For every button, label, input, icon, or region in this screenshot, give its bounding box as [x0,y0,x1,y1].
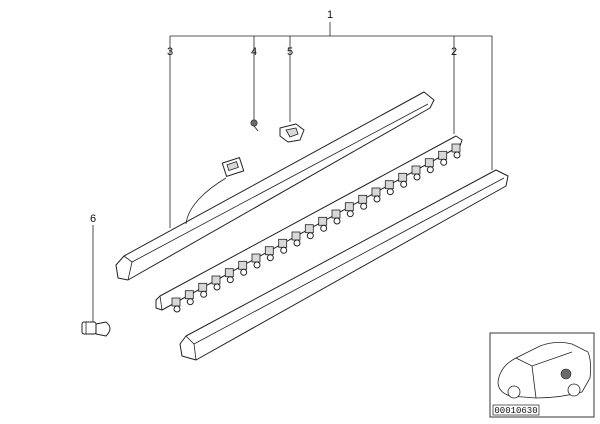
callout-6: 6 [90,213,96,225]
bulb-socket [318,216,328,232]
part-2-bulb-carrier [155,135,463,311]
bulb-socket [184,290,194,306]
bulb-socket [211,275,221,291]
part-5-bracket [279,123,305,143]
bulb-socket [304,224,314,240]
bulb-socket [371,187,381,203]
vehicle-reference-thumbnail: 00010630 [489,332,595,418]
bulb-socket [438,150,448,166]
callout-4: 4 [251,46,257,58]
part-1-lens-cover [179,169,509,361]
bulb-socket [358,194,368,210]
bulb-socket [411,165,421,181]
bulb-socket [424,158,434,174]
bulb-socket [291,231,301,247]
connector-plug [221,157,245,177]
bulb-socket [238,260,248,276]
part-4-screw [250,119,259,132]
leader-lines [92,22,493,322]
bulb-socket [384,180,394,196]
bulb-socket [398,172,408,188]
bulb-socket [344,202,354,218]
callout-3: 3 [167,46,173,58]
bulb-socket [171,297,181,313]
part-3-housing-strip [115,91,435,281]
bulb-socket [224,268,234,284]
bulb-socket [251,253,261,269]
bulb-row [171,143,461,313]
bulb-socket [264,246,274,262]
part-6-bulb [81,321,111,337]
reference-code: 00010630 [494,406,537,416]
bulb-socket [331,209,341,225]
bulb-socket [451,143,461,159]
bulb-socket [198,282,208,298]
callout-1: 1 [327,9,333,21]
callout-2: 2 [451,46,457,58]
bulb-socket [278,238,288,254]
callout-5: 5 [287,46,293,58]
